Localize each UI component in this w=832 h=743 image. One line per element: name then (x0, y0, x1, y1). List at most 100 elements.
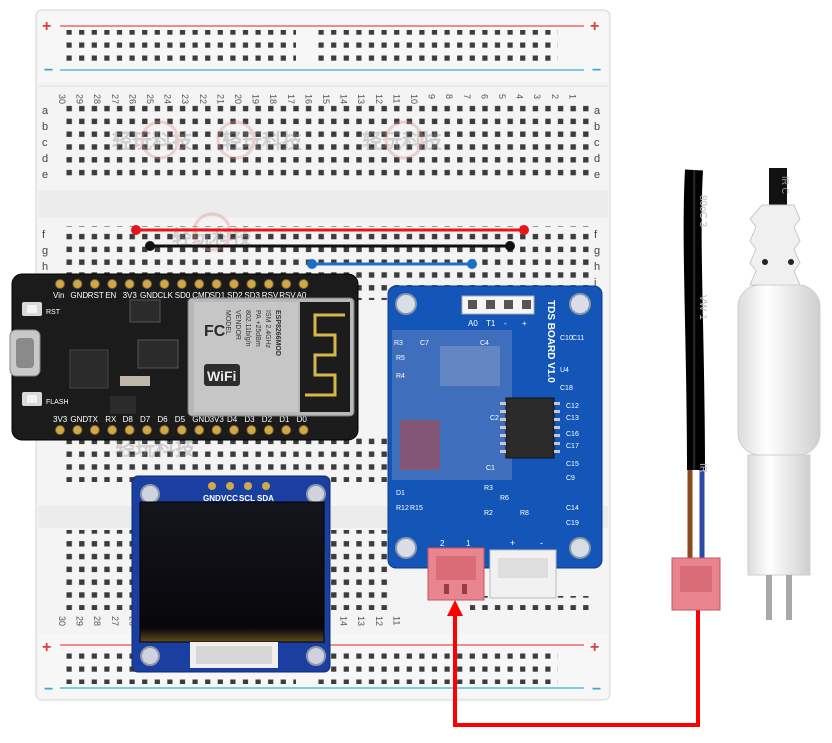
column-number: 27 (110, 94, 120, 104)
pin-hole (246, 279, 257, 289)
row-letter: f (42, 229, 46, 241)
esp8266-module: WiFi FC MODEL VENDOR 802.11b/g/n PA +25d… (187, 297, 355, 417)
esp-top-pin-label: SD3 (244, 291, 260, 300)
pin-hole (159, 425, 170, 435)
column-number: 16 (303, 94, 313, 104)
chip-leg (554, 418, 560, 421)
esp-top-pin-label: CLK (157, 291, 173, 300)
tds-component-label: U4 (560, 367, 569, 374)
esp-bottom-pin-label: 3V3 (53, 415, 68, 424)
esp-bottom-pin-label: D7 (140, 415, 151, 424)
chip-leg (554, 426, 560, 429)
row-letter: f (594, 229, 598, 241)
watermark-text: 轻玩科技 (222, 129, 303, 153)
row-letter: h (594, 261, 600, 273)
probe-connector-pin1: 1 (466, 539, 471, 548)
wire-arrow (447, 600, 463, 616)
column-number: 15 (321, 94, 331, 104)
rail-plus-label: + (42, 639, 51, 656)
pin-hole (263, 279, 274, 289)
cable-marking: IR (697, 463, 708, 473)
row-letter: i (594, 277, 596, 289)
tds-header-label: - (504, 319, 507, 328)
esp-top-pin-label: SD0 (175, 291, 191, 300)
pin-hole (55, 425, 65, 435)
tds-power-connector: + - (489, 538, 557, 599)
row-letter: c (594, 137, 600, 149)
tds-component-label: C14 (566, 505, 579, 512)
power-connector-plus: + (510, 538, 515, 548)
column-number: 13 (356, 94, 366, 104)
pin-hole (159, 279, 170, 289)
row-letter: a (42, 105, 49, 117)
tds-component-label: C11 (572, 335, 584, 342)
red-wire (131, 225, 529, 235)
esp-bottom-pin-label: D2 (262, 415, 273, 424)
esp-top-pin-label: SD2 (227, 291, 243, 300)
esp-bottom-pin-label: D4 (227, 415, 238, 424)
column-number: 9 (427, 94, 437, 99)
chip-leg (500, 434, 506, 437)
row-letter: g (42, 245, 48, 257)
column-number: 14 (339, 94, 349, 104)
column-number: 28 (92, 616, 102, 626)
tds-component-label: C13 (566, 415, 579, 422)
tds-header-label: A0 (468, 319, 478, 328)
pin-hole (142, 425, 152, 435)
tds-component-label: R6 (500, 495, 509, 502)
column-number: 10 (409, 94, 419, 104)
pin-hole (176, 279, 187, 289)
cable-marking: 80oC 3 (697, 195, 708, 228)
module-pa-label: PA +25dBm (254, 310, 261, 347)
chip-leg (500, 418, 506, 421)
esp-top-pin-label: A0 (297, 291, 307, 300)
module-ism-label: ISM 2.4GHz (264, 310, 271, 349)
oled-pin-label: GND (203, 494, 221, 503)
column-number: 2 (550, 94, 560, 99)
column-number: 26 (127, 94, 137, 104)
wifi-logo: WiFi (204, 364, 240, 386)
tds-component-label: R4 (396, 373, 405, 380)
rail-minus-label: − (44, 681, 53, 698)
column-number: 21 (215, 94, 225, 104)
oled-pin-label: SDA (257, 494, 274, 503)
tds-component-label: C12 (566, 403, 579, 410)
column-number: 29 (75, 94, 85, 104)
column-number: 8 (444, 94, 454, 99)
pin-hole (298, 279, 309, 289)
esp-bottom-pin-label: D1 (279, 415, 290, 424)
oled-pin-label: VCC (221, 494, 238, 503)
row-letter: h (42, 261, 48, 273)
module-std-label: 802.11b/g/n (244, 310, 251, 347)
oled-screen (139, 501, 325, 643)
row-letter: c (42, 137, 48, 149)
pin-hole (72, 425, 83, 435)
fc-mark: FC (204, 323, 226, 340)
tds-component-label: R12 (396, 505, 409, 512)
column-number: 6 (479, 94, 489, 99)
chip-leg (554, 450, 560, 453)
rail-minus-label: − (44, 62, 53, 79)
tds-component-label: C19 (566, 520, 579, 527)
esp-top-pin-label: RSV (279, 291, 296, 300)
tds-component-label: R2 (484, 510, 493, 517)
blue-wire (307, 259, 477, 269)
column-number: 30 (57, 616, 67, 626)
chip-leg (554, 402, 560, 405)
pin-hole (246, 425, 257, 435)
chip-leg (500, 426, 506, 429)
tds-component-label: C10 (560, 335, 573, 342)
pin-hole (298, 425, 309, 435)
tds-component-label: C7 (420, 340, 429, 347)
row-letter: b (594, 121, 600, 133)
column-number: 12 (374, 616, 384, 626)
column-number: 13 (356, 616, 366, 626)
esp-bottom-pin-label: GND (192, 415, 210, 424)
pin-hole (107, 425, 118, 435)
row-letter: g (594, 245, 600, 257)
esp-bottom-pin-label: GND (70, 415, 88, 424)
